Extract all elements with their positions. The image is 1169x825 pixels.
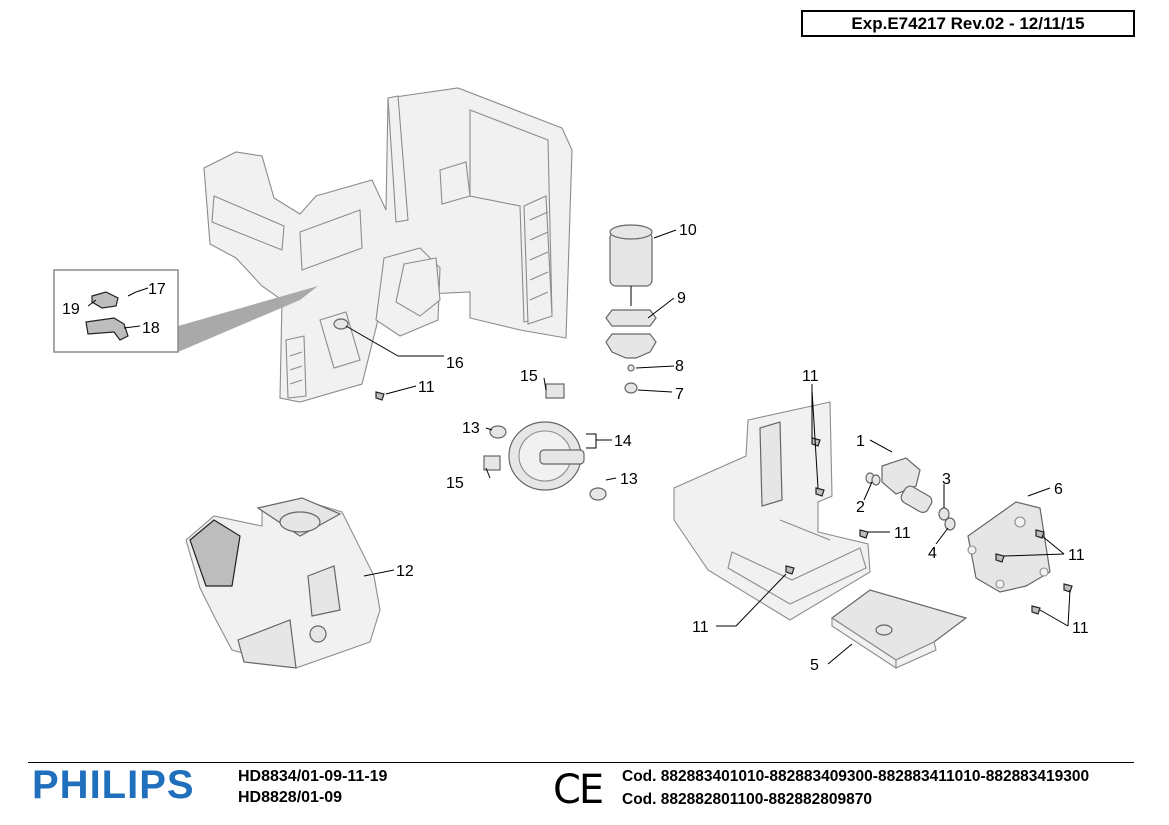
callout-13-b: 13: [620, 471, 638, 488]
screws: [375, 391, 1073, 615]
callout-13-a: 13: [462, 420, 480, 437]
callout-3: 3: [942, 471, 951, 488]
callout-19: 19: [62, 301, 80, 318]
gear-assembly: [483, 383, 607, 501]
callout-11-a: 11: [418, 379, 435, 396]
revision-box: Exp.E74217 Rev.02 - 12/11/15: [801, 10, 1135, 37]
valve-assembly: [865, 457, 956, 531]
product-code-2: Cod. 882882801100-882882809870: [622, 791, 872, 808]
callout-labels: 10 9 8 7 17 19 18 16 11 15 13 14 15 13 1…: [62, 222, 1089, 674]
callout-15-a: 15: [520, 368, 538, 385]
drip-tray: [830, 589, 968, 670]
callout-7: 7: [675, 386, 684, 403]
callout-11-c: 11: [894, 525, 911, 542]
brand-logo: PHILIPS: [32, 763, 195, 807]
callout-2: 2: [856, 499, 865, 516]
side-panel: [673, 401, 871, 621]
ce-mark-icon: CE: [553, 767, 604, 813]
brewing-group: [185, 497, 381, 669]
product-code-1: Cod. 882883401010-882883409300-882883411…: [622, 768, 1090, 785]
callout-14: 14: [614, 433, 632, 450]
callout-9: 9: [677, 290, 686, 307]
callout-11-f: 11: [692, 619, 709, 636]
callout-17: 17: [148, 281, 166, 298]
callout-12: 12: [396, 563, 414, 580]
model-line-2: HD8828/01-09: [238, 789, 343, 806]
callout-18: 18: [142, 320, 160, 337]
callout-5: 5: [810, 657, 819, 674]
inset-detail: [53, 269, 318, 353]
callout-11-b: 11: [802, 368, 819, 385]
callout-8: 8: [675, 358, 684, 375]
leader-lines: [87, 229, 1071, 665]
callout-16: 16: [446, 355, 464, 372]
main-housing: [203, 87, 573, 403]
cover-plate: [967, 501, 1051, 593]
exploded-parts-diagram: 10 9 8 7 17 19 18 16 11 15 13 14 15 13 1…: [53, 87, 1089, 674]
callout-6: 6: [1054, 481, 1063, 498]
callout-1: 1: [856, 433, 865, 450]
model-line-1: HD8834/01-09-11-19: [238, 768, 388, 785]
footer-divider: [28, 762, 1134, 763]
callout-11-e: 11: [1072, 620, 1089, 637]
motor-assembly: [605, 224, 657, 394]
callout-15-b: 15: [446, 475, 464, 492]
callout-10: 10: [679, 222, 697, 239]
callout-11-d: 11: [1068, 547, 1085, 564]
callout-4: 4: [928, 545, 937, 562]
